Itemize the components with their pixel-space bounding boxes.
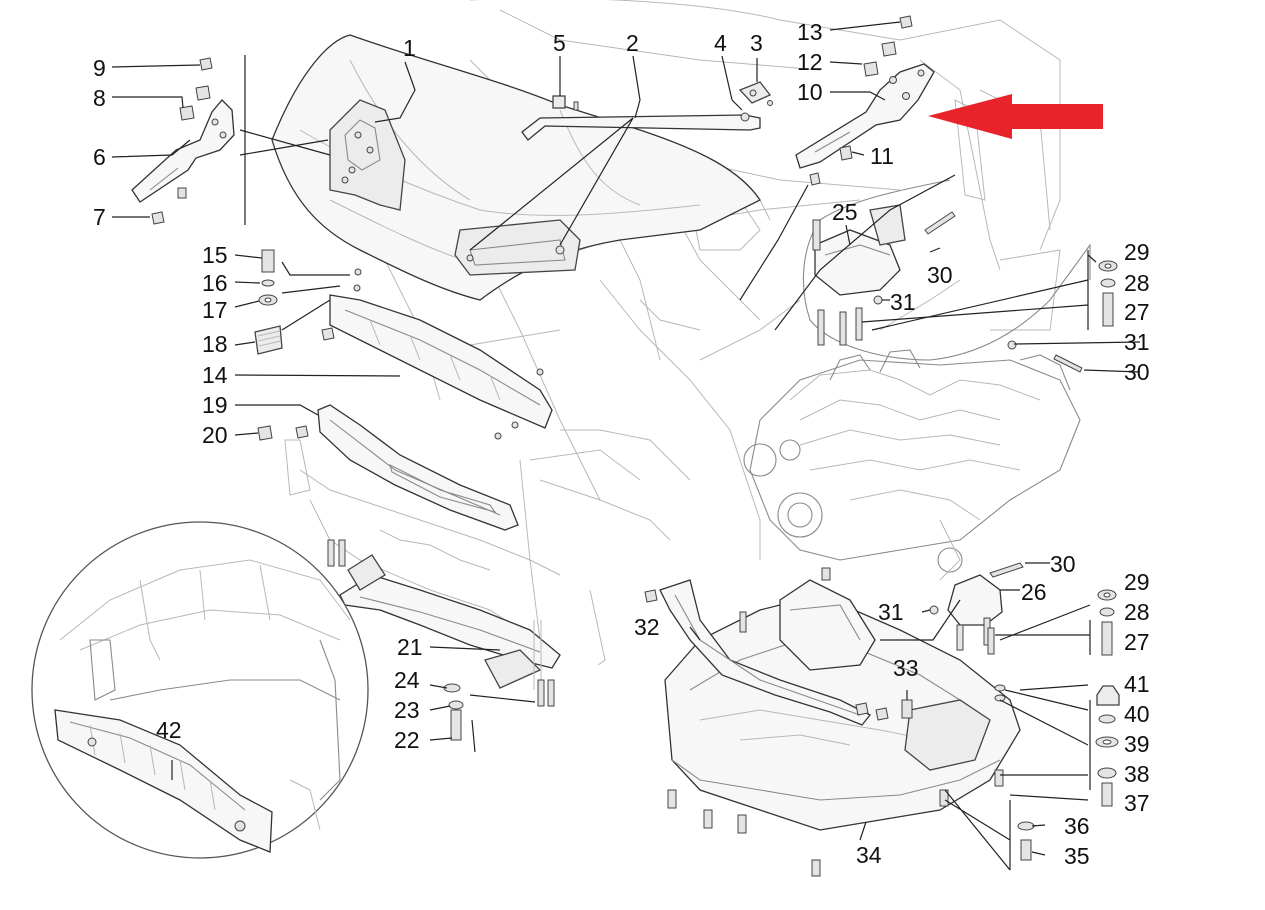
- callout-40: 40: [1124, 701, 1150, 727]
- left-hood-hinge: [131, 99, 235, 203]
- callout-29a: 29: [1124, 239, 1150, 265]
- callout-11: 11: [870, 143, 894, 169]
- lower-engine-mount: [929, 562, 1024, 655]
- callout-28b: 28: [1124, 599, 1150, 625]
- callout-10: 10: [797, 79, 823, 105]
- engine-mount-detail-zoom: [802, 179, 1091, 361]
- hood-panel: [271, 34, 761, 301]
- callout-22: 22: [394, 727, 420, 753]
- callout-15: 15: [202, 242, 228, 268]
- callout-36: 36: [1064, 813, 1090, 839]
- prop-rod-holder: [738, 81, 773, 106]
- hood-prop-rod: [521, 112, 761, 141]
- detail-magnifier-circle: [31, 521, 369, 859]
- engine-assembly: [743, 349, 1081, 581]
- callout-37: 37: [1124, 790, 1150, 816]
- lower-crossmember: [257, 404, 519, 531]
- callout-13: 13: [797, 19, 823, 45]
- callout-21: 21: [397, 634, 423, 660]
- upper-radiator-crossmember: [329, 268, 553, 440]
- leader-lines: [111, 21, 1141, 871]
- callout-35: 35: [1064, 843, 1090, 869]
- callout-8: 8: [93, 85, 106, 111]
- right-hood-hinge: [795, 63, 935, 169]
- callout-29b: 29: [1124, 569, 1150, 595]
- callout-1: 1: [403, 35, 416, 61]
- callout-labels: 1 2 3 4 5 6 7 8 9 10 11 12 13 14 15 16 1…: [93, 19, 1150, 869]
- hardware-right-upper: [1007, 260, 1118, 656]
- callout-6: 6: [93, 144, 106, 170]
- callout-34: 34: [856, 842, 882, 868]
- lower-tie-bar: [339, 554, 561, 690]
- callout-42: 42: [156, 717, 182, 743]
- callout-3: 3: [750, 30, 763, 56]
- callout-7: 7: [93, 204, 106, 230]
- hinge-bolts-left: [151, 57, 213, 225]
- callout-33: 33: [893, 655, 919, 681]
- callout-20: 20: [202, 422, 228, 448]
- callout-39: 39: [1124, 731, 1150, 757]
- shield-support-bracket: [659, 579, 872, 726]
- callout-31a: 31: [890, 289, 916, 315]
- callout-31b: 31: [1124, 329, 1150, 355]
- callout-27b: 27: [1124, 629, 1150, 655]
- callout-26: 26: [1021, 579, 1047, 605]
- callout-16: 16: [202, 270, 228, 296]
- callout-23: 23: [394, 697, 420, 723]
- hardware-right-stack: [994, 684, 1120, 861]
- callout-28a: 28: [1124, 270, 1150, 296]
- callout-12: 12: [797, 49, 823, 75]
- callout-30b: 30: [1124, 359, 1150, 385]
- callout-38: 38: [1124, 761, 1150, 787]
- callout-25: 25: [832, 199, 858, 225]
- callout-24: 24: [394, 667, 420, 693]
- hinge-bolts-right: [809, 15, 913, 186]
- callout-2: 2: [626, 30, 639, 56]
- hardware-left-stack: [254, 249, 335, 355]
- callout-18: 18: [202, 331, 228, 357]
- prop-rod-clip: [552, 95, 579, 111]
- callout-31c: 31: [878, 599, 904, 625]
- callout-19: 19: [202, 392, 228, 418]
- callout-41: 41: [1124, 671, 1150, 697]
- callout-5: 5: [553, 30, 566, 56]
- callout-17: 17: [202, 297, 228, 323]
- tie-bar-hardware: [327, 539, 555, 741]
- callout-27a: 27: [1124, 299, 1150, 325]
- callout-32: 32: [634, 614, 660, 640]
- radiator-support-frame: [284, 439, 671, 666]
- callout-30c: 30: [1050, 551, 1076, 577]
- red-pointer-arrow: [928, 94, 1103, 139]
- callout-9: 9: [93, 55, 106, 81]
- callout-4: 4: [714, 30, 727, 56]
- callout-30a: 30: [927, 262, 953, 288]
- callout-14: 14: [202, 362, 228, 388]
- shield-fasteners: [644, 567, 1004, 877]
